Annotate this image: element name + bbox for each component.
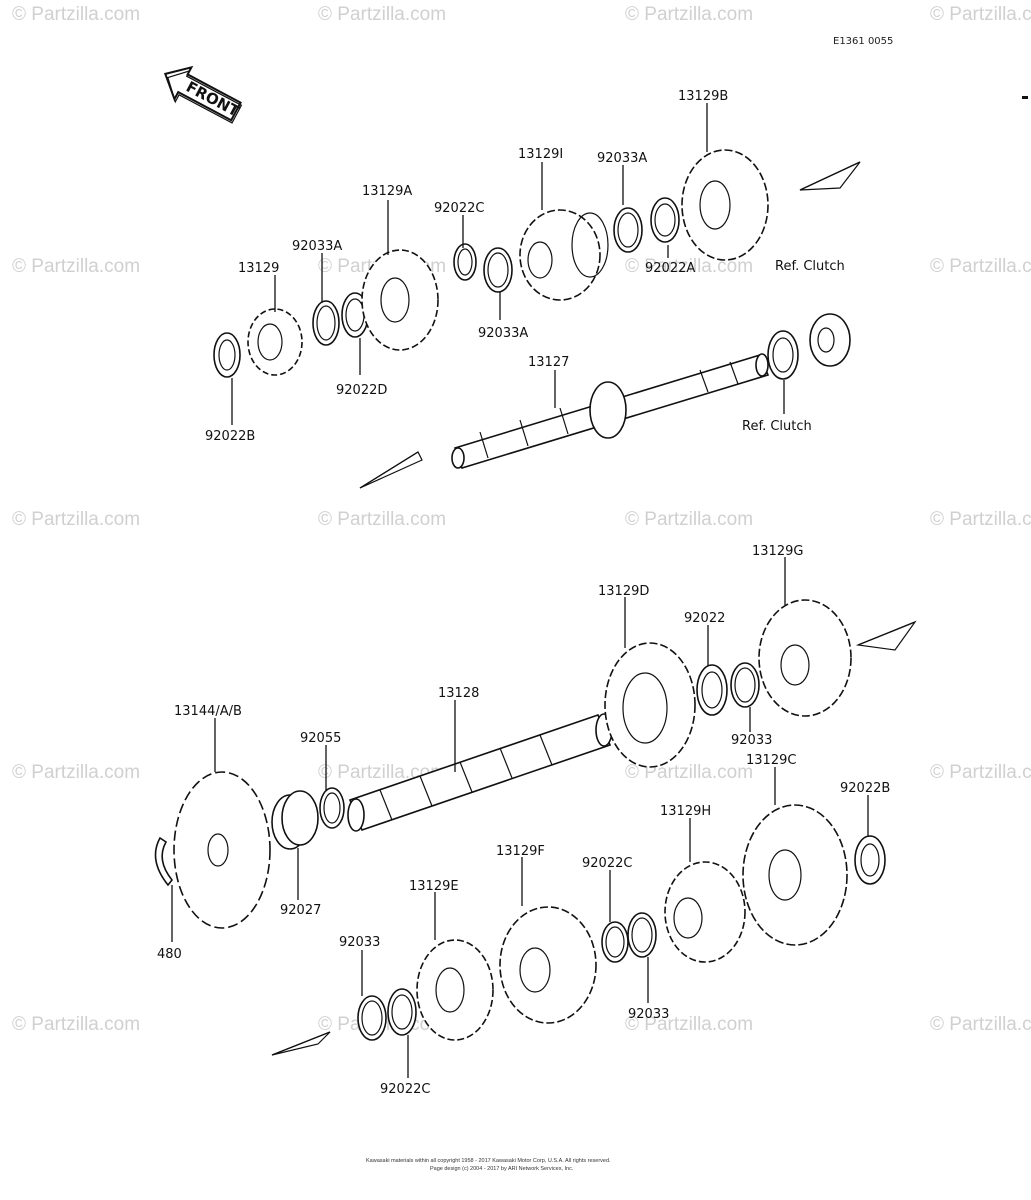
- label-92055: 92055: [300, 731, 341, 746]
- upper-axis-lines: [359, 161, 861, 489]
- watermark: © Partzilla.com: [318, 4, 446, 25]
- diagram-code: E1361 0055: [833, 36, 893, 47]
- label-13129: 13129: [238, 261, 279, 276]
- gear-13129B: [681, 149, 769, 261]
- label-13128: 13128: [438, 686, 479, 701]
- bearing-ref-clutch: [809, 313, 851, 367]
- watermark: © Partzilla.com: [625, 509, 753, 530]
- label-ref-clutch: Ref. Clutch: [742, 419, 812, 434]
- watermark: © Partzilla.com: [930, 762, 1031, 783]
- circlip-480: [154, 836, 174, 887]
- watermark: © Partzilla.com: [930, 256, 1031, 277]
- copyright-line-1: Kawasaki materials within all copyright …: [366, 1158, 611, 1164]
- label-92033: 92033: [628, 1007, 669, 1022]
- label-ref-clutch: Ref. Clutch: [775, 259, 845, 274]
- leaders-lower: [171, 557, 869, 1078]
- watermark: © Partzilla.com: [12, 256, 140, 277]
- label-92033: 92033: [339, 935, 380, 950]
- gear-13129F: [499, 906, 597, 1024]
- label-92022D: 92022D: [336, 383, 387, 398]
- label-13129B: 13129B: [678, 89, 728, 104]
- watermark: © Partzilla.com: [12, 4, 140, 25]
- gear-13129G: [758, 599, 852, 717]
- label-92022A: 92022A: [645, 261, 695, 276]
- collar-92027: [271, 790, 319, 850]
- sprocket-13144: [173, 771, 271, 929]
- label-13127: 13127: [528, 355, 569, 370]
- watermark: © Partzilla.com: [625, 762, 753, 783]
- watermark: © Partzilla.com: [625, 4, 753, 25]
- copyright-line-2: Page design (c) 2004 - 2017 by ARI Netwo…: [430, 1166, 574, 1172]
- watermark: © Partzilla.com: [930, 509, 1031, 530]
- label-13129E: 13129E: [409, 879, 459, 894]
- washer-92022B-top: [213, 332, 241, 378]
- gear-13129: [247, 308, 303, 376]
- leaders-upper: [231, 103, 785, 425]
- watermark: © Partzilla.com: [12, 509, 140, 530]
- watermark: © Partzilla.com: [930, 1014, 1031, 1035]
- edge-mark: [1022, 96, 1028, 99]
- label-92033A: 92033A: [292, 239, 342, 254]
- label-92033: 92033: [731, 733, 772, 748]
- washer-92022B-bot: [854, 835, 886, 885]
- label-92022C: 92022C: [380, 1082, 430, 1097]
- label-92033A: 92033A: [597, 151, 647, 166]
- label-13129I: 13129I: [518, 147, 563, 162]
- watermark: © Partzilla.com: [12, 1014, 140, 1035]
- gear-13129E: [416, 939, 494, 1041]
- label-92033A: 92033A: [478, 326, 528, 341]
- gear-13129C: [742, 804, 848, 946]
- label-92022B: 92022B: [205, 429, 255, 444]
- watermark: © Partzilla.com: [318, 509, 446, 530]
- label-92022B: 92022B: [840, 781, 890, 796]
- label-92022: 92022: [684, 611, 725, 626]
- watermark: © Partzilla.com: [930, 4, 1031, 25]
- watermark: © Partzilla.com: [625, 1014, 753, 1035]
- lower-axis-lines: [271, 620, 917, 1056]
- label-92022C: 92022C: [582, 856, 632, 871]
- gear-13129H: [664, 861, 746, 963]
- watermark: © Partzilla.com: [12, 762, 140, 783]
- label-13129G: 13129G: [752, 544, 803, 559]
- watermark-grid: © Partzilla.com © Partzilla.com © Partzi…: [12, 4, 1031, 1035]
- label-13144: 13144/A/B: [174, 704, 242, 719]
- label-13129D: 13129D: [598, 584, 649, 599]
- label-13129F: 13129F: [496, 844, 545, 859]
- input-shaft-13127: [451, 353, 770, 469]
- front-arrow-icon: FRONT: [163, 65, 243, 124]
- watermark: © Partzilla.com: [625, 256, 753, 277]
- label-480: 480: [157, 947, 182, 962]
- label-92027: 92027: [280, 903, 321, 918]
- gear-13129D: [604, 642, 696, 768]
- label-13129H: 13129H: [660, 804, 711, 819]
- gear-13129I: [519, 209, 609, 301]
- label-13129C: 13129C: [746, 753, 796, 768]
- gear-13129A: [361, 249, 439, 351]
- label-13129A: 13129A: [362, 184, 412, 199]
- label-92022C: 92022C: [434, 201, 484, 216]
